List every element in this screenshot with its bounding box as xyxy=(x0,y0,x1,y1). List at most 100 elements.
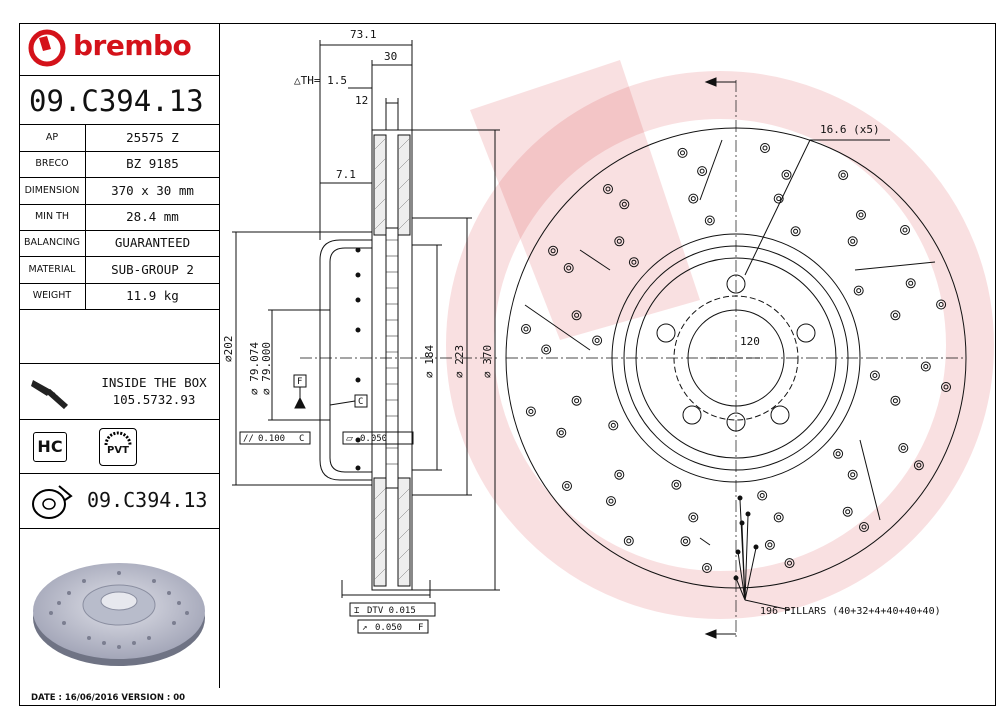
drill-hole xyxy=(856,209,866,220)
drill-hole xyxy=(842,506,853,517)
drill-hole-inner xyxy=(610,422,616,428)
drill-hole-inner xyxy=(626,538,632,544)
drill-hole xyxy=(562,481,572,491)
drill-hole-inner xyxy=(767,542,773,548)
dim-d79b: ⌀ 79.000 xyxy=(260,342,273,395)
drill-hole xyxy=(680,536,691,547)
drill-hole xyxy=(623,535,634,546)
drill-hole xyxy=(704,215,715,226)
drill-hole-inner xyxy=(704,565,710,571)
drill-hole-inner xyxy=(856,288,862,294)
spec-value: 28.4 mm xyxy=(126,208,179,224)
spec-row: MATERIAL SUB-GROUP 2 xyxy=(19,256,219,284)
spec-row: MIN TH 28.4 mm xyxy=(19,203,219,231)
drill-hole xyxy=(606,496,616,507)
spec-key: AP xyxy=(19,125,86,151)
disc-render-image xyxy=(33,563,205,666)
drill-hole xyxy=(548,245,559,256)
drill-hole-inner xyxy=(858,212,864,218)
dtv-symbol: ⌶ xyxy=(354,606,360,616)
drill-hole xyxy=(760,143,770,153)
spec-key: MIN TH xyxy=(19,203,86,230)
drill-hole-inner xyxy=(787,560,792,566)
drill-hole-inner xyxy=(683,538,688,544)
drill-hole xyxy=(614,469,625,480)
tol-flatness-ref: C xyxy=(299,434,304,444)
dim-pcd: 120 xyxy=(740,335,760,348)
spec-key: DIMENSION xyxy=(19,177,86,204)
drill-hole xyxy=(608,420,619,431)
drill-hole-inner xyxy=(835,451,841,457)
spec-value: 25575 Z xyxy=(126,130,179,145)
spec-row: AP 25575 Z xyxy=(19,125,219,152)
drill-hole-inner xyxy=(900,445,906,451)
drill-hole xyxy=(790,226,801,237)
spec-value: GUARANTEED xyxy=(114,235,191,251)
drill-hole-inner xyxy=(916,462,922,468)
drill-hole xyxy=(521,324,531,334)
drill-hole xyxy=(920,361,931,372)
drill-hole xyxy=(614,236,625,247)
spec-value: SUB-GROUP 2 xyxy=(111,261,194,277)
spec-key: BRECO xyxy=(19,151,86,178)
brand-logo: brembo xyxy=(19,23,219,73)
dim-d370: ⌀ 370 xyxy=(481,345,494,378)
parallel-symbol: ⏥ xyxy=(346,434,353,444)
drill-hole-inner xyxy=(892,312,898,318)
part-number-box: 09.C394.13 xyxy=(19,75,219,125)
drill-hole-inner xyxy=(631,259,637,265)
drill-hole xyxy=(941,382,951,392)
tol-flatness: 0.100 xyxy=(258,434,285,444)
drill-hole xyxy=(688,193,699,204)
drill-hole xyxy=(859,522,869,532)
tol-runout: 0.050 xyxy=(375,623,402,633)
drill-hole-inner xyxy=(605,186,611,192)
drill-hole xyxy=(671,479,682,490)
dim-offset: 7.1 xyxy=(336,168,356,181)
drill-hole-inner xyxy=(564,483,570,489)
drill-hole xyxy=(764,539,775,550)
drill-hole-inner xyxy=(673,482,679,488)
drill-hole-inner xyxy=(558,430,564,436)
drill-hole-inner xyxy=(902,227,908,233)
drill-hole xyxy=(697,166,708,177)
drill-hole xyxy=(757,490,768,501)
flatness-symbol: // xyxy=(243,434,254,444)
drill-hole xyxy=(890,395,901,406)
drill-hole xyxy=(541,344,552,355)
dim-overall-width: 73.1 xyxy=(350,28,377,41)
bolt-icon xyxy=(31,380,68,410)
dim-d223: ⌀ 223 xyxy=(453,345,466,378)
inside-box-cell: INSIDE THE BOX 105.5732.93 xyxy=(19,364,219,420)
drill-hole xyxy=(898,443,909,453)
drill-hole-inner xyxy=(943,384,949,390)
drill-hole-inner xyxy=(616,472,622,478)
drill-hole xyxy=(677,147,688,158)
drill-hole-inner xyxy=(892,398,898,404)
drill-hole-inner xyxy=(850,238,856,244)
drill-hole-inner xyxy=(840,172,846,178)
runout-symbol: ↗ xyxy=(362,623,367,633)
drill-hole xyxy=(781,169,792,180)
inside-box-code: 105.5732.93 xyxy=(112,392,196,407)
drill-hole-inner xyxy=(690,514,696,520)
spec-key: WEIGHT xyxy=(19,282,86,309)
pvt-icon xyxy=(104,431,132,445)
drill-hole xyxy=(628,257,639,268)
drill-hole-inner xyxy=(680,150,685,156)
dim-th: △TH= 1.5 xyxy=(294,74,347,87)
spec-value: BZ 9185 xyxy=(126,156,179,172)
dim-d184: ⌀ 184 xyxy=(423,345,436,378)
brembo-logo-icon xyxy=(28,29,66,67)
pvt-badge: PVT xyxy=(99,428,137,466)
drill-hole-inner xyxy=(762,145,768,151)
spec-key: MATERIAL xyxy=(19,256,86,283)
datum-c-label: C xyxy=(358,397,363,407)
front-view xyxy=(505,77,967,640)
drill-hole xyxy=(773,512,784,523)
footer-part-number: 09.C394.13 xyxy=(87,488,208,512)
drill-hole xyxy=(619,199,630,210)
